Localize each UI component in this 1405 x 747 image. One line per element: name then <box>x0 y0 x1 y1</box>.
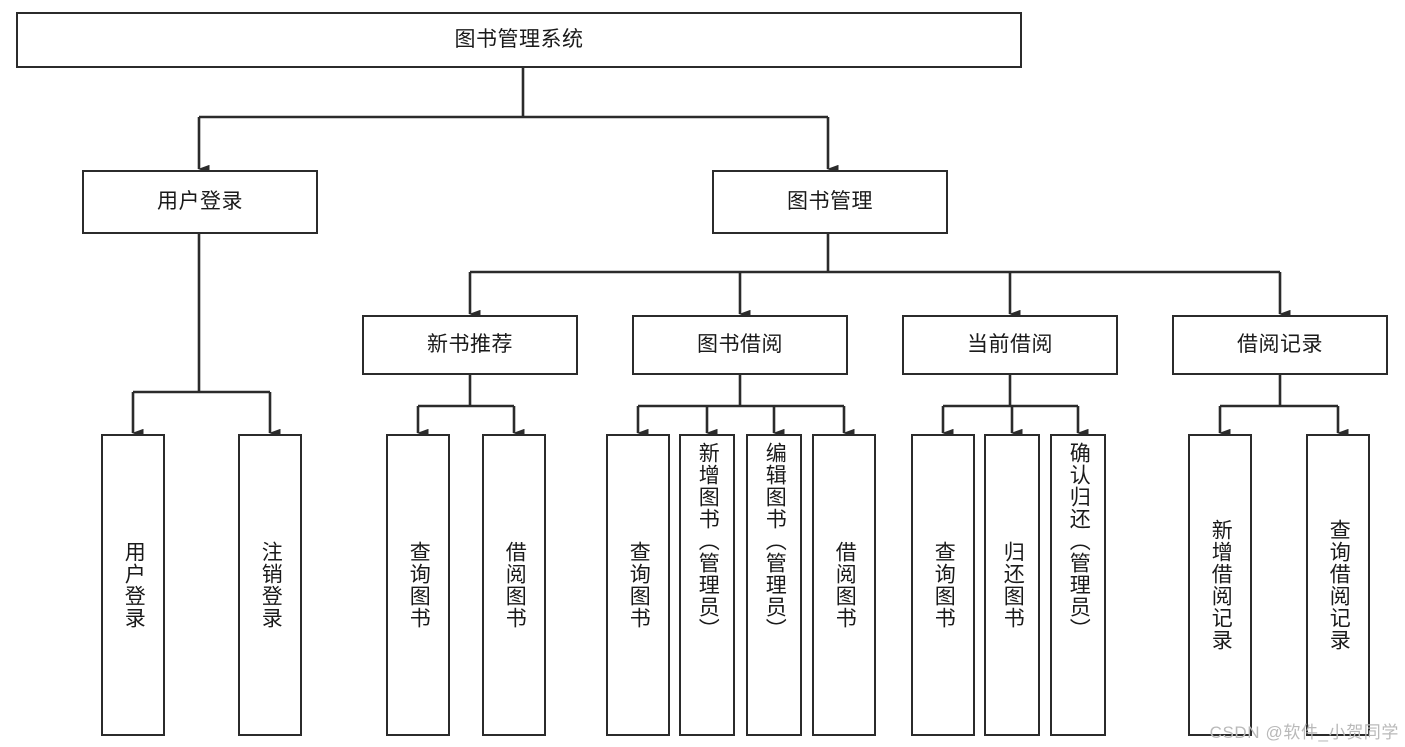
category-node-1: 图书借阅 <box>632 315 848 375</box>
leaf-node-8: 查询图书 <box>911 434 975 736</box>
root-node-label: 图书管理系统 <box>454 28 584 52</box>
category-node-2: 当前借阅 <box>902 315 1118 375</box>
leaf-node-label: 用户登录 <box>122 541 146 629</box>
branch-node-label: 图书管理 <box>787 190 873 214</box>
leaf-node-label: 借阅图书 <box>833 541 857 629</box>
leaf-node-label: 编辑图书（管理员） <box>763 442 787 640</box>
root-node-0: 图书管理系统 <box>16 12 1022 68</box>
leaf-node-5: 新增图书（管理员） <box>679 434 735 736</box>
leaf-node-12: 查询借阅记录 <box>1306 434 1370 736</box>
leaf-node-label: 借阅图书 <box>503 541 527 629</box>
leaf-node-0: 用户登录 <box>101 434 165 736</box>
branch-node-1: 图书管理 <box>712 170 948 234</box>
leaf-node-2: 查询图书 <box>386 434 450 736</box>
leaf-node-label: 新增图书（管理员） <box>696 442 720 640</box>
category-node-label: 图书借阅 <box>697 333 783 357</box>
leaf-node-9: 归还图书 <box>984 434 1040 736</box>
category-node-0: 新书推荐 <box>362 315 578 375</box>
leaf-node-7: 借阅图书 <box>812 434 876 736</box>
leaf-node-label: 注销登录 <box>259 541 283 629</box>
leaf-node-label: 归还图书 <box>1001 541 1025 629</box>
category-node-label: 新书推荐 <box>427 333 513 357</box>
branch-node-label: 用户登录 <box>157 190 243 214</box>
leaf-node-6: 编辑图书（管理员） <box>746 434 802 736</box>
branch-node-0: 用户登录 <box>82 170 318 234</box>
category-node-label: 借阅记录 <box>1237 333 1323 357</box>
category-node-label: 当前借阅 <box>967 333 1053 357</box>
category-node-3: 借阅记录 <box>1172 315 1388 375</box>
leaf-node-label: 查询图书 <box>932 541 956 629</box>
leaf-node-label: 查询借阅记录 <box>1327 519 1351 651</box>
leaf-node-11: 新增借阅记录 <box>1188 434 1252 736</box>
leaf-node-label: 确认归还（管理员） <box>1067 442 1091 640</box>
leaf-node-label: 查询图书 <box>627 541 651 629</box>
leaf-node-label: 查询图书 <box>407 541 431 629</box>
leaf-node-3: 借阅图书 <box>482 434 546 736</box>
leaf-node-1: 注销登录 <box>238 434 302 736</box>
leaf-node-4: 查询图书 <box>606 434 670 736</box>
leaf-node-label: 新增借阅记录 <box>1209 519 1233 651</box>
leaf-node-10: 确认归还（管理员） <box>1050 434 1106 736</box>
